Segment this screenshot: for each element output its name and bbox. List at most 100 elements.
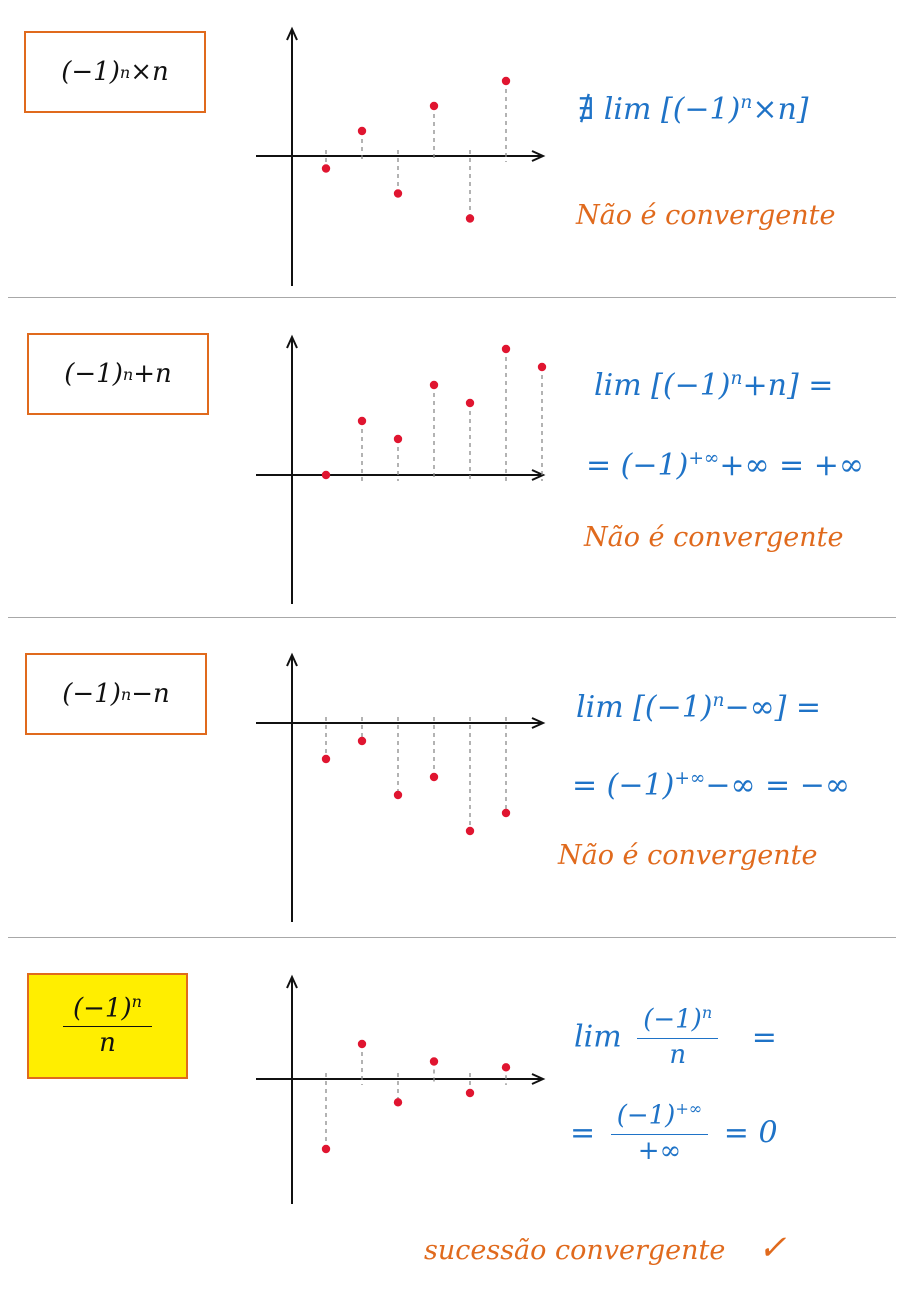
limit-1-exponent: n — [740, 92, 753, 113]
limit-3-line-2-b: −∞ = −∞ — [705, 768, 850, 803]
limit-expression-3-line-2: = (−1)+∞−∞ = −∞ — [572, 768, 850, 803]
graph-4 — [256, 974, 546, 1204]
limit-4-line-2-result: = 0 — [723, 1115, 778, 1151]
sequence-point — [357, 736, 367, 746]
limit-4-word: lim — [574, 1019, 622, 1055]
sequence-point — [465, 398, 475, 408]
sequence-box-1: (−1)n×n — [24, 31, 206, 113]
divider-1 — [8, 297, 896, 298]
sequence-point — [321, 164, 331, 173]
limit-4-denominator: n — [669, 1039, 687, 1070]
verdict-2: Não é convergente — [584, 522, 844, 553]
sequence-2-rest: +n — [133, 359, 172, 389]
sequence-point — [501, 808, 511, 818]
sequence-box-4: (−1)n n — [27, 973, 188, 1079]
limit-4-line-2-denominator: +∞ — [637, 1135, 682, 1166]
sequence-point — [429, 101, 439, 111]
limit-3-line-1-a: lim [(−1) — [576, 690, 713, 725]
sequence-2-base: (−1) — [64, 359, 123, 389]
sequence-point — [501, 1063, 511, 1072]
limit-4-num-base: (−1) — [643, 1004, 702, 1035]
limit-4-line-2-num-base: (−1) — [616, 1100, 676, 1131]
sequence-point — [429, 380, 439, 390]
sequence-4-fraction: (−1)n n — [62, 991, 152, 1059]
sequence-point — [501, 344, 511, 354]
sequence-box-3: (−1)n−n — [25, 653, 207, 735]
panel-3: (−1)n−n lim [(−1)n−∞] = = (−1)+∞−∞ = −∞ … — [0, 618, 900, 936]
divider-2 — [8, 617, 896, 618]
sequence-point — [321, 470, 331, 480]
graph-2 — [256, 334, 547, 604]
verdict-1: Não é convergente — [576, 200, 836, 231]
sequence-3-base: (−1) — [62, 679, 121, 709]
sequence-point — [393, 189, 403, 198]
sequence-point — [393, 790, 403, 800]
sequence-point — [429, 1057, 439, 1066]
sequence-point — [321, 1144, 331, 1154]
limit-2-line-2-b: +∞ = +∞ — [719, 448, 864, 483]
sequence-1-base: (−1) — [61, 57, 120, 87]
verdict-4: sucessão convergente ✓ — [424, 1228, 786, 1268]
x-axis-arrow-icon — [531, 469, 546, 481]
limit-2-line-1-exponent: n — [730, 368, 743, 389]
y-axis-arrow-icon — [286, 974, 298, 989]
sequence-4-num-exponent: n — [131, 991, 142, 1011]
limit-4-num-exponent: n — [701, 1003, 713, 1022]
sequence-point — [393, 1098, 403, 1107]
x-axis-arrow-icon — [531, 717, 546, 729]
divider-3 — [8, 937, 896, 938]
limit-3-line-1-b: −∞] = — [724, 690, 822, 725]
limit-4-numerator: (−1)n — [637, 1003, 719, 1039]
sequence-point — [357, 416, 367, 426]
limit-4-line-2-equals: = — [570, 1115, 596, 1151]
checkmark-icon: ✓ — [757, 1228, 787, 1268]
graph-1 — [256, 26, 546, 286]
sequence-point — [465, 214, 475, 223]
limit-3-line-1-exponent: n — [712, 690, 725, 711]
limit-expression-4-line-2: = (−1)+∞ +∞ = 0 — [570, 1099, 778, 1166]
limit-4-line-2-num-exponent: +∞ — [675, 1099, 703, 1118]
limit-3-line-2-exponent: +∞ — [674, 768, 706, 789]
sequence-point — [429, 772, 439, 782]
limit-2-line-1-b: +n] = — [742, 368, 834, 403]
limit-2-line-2-exponent: +∞ — [688, 448, 720, 469]
limit-1-rest: ×n] — [752, 92, 809, 127]
sequence-point — [465, 1088, 475, 1098]
sequence-box-2: (−1)n+n — [27, 333, 209, 415]
y-axis-arrow-icon — [286, 26, 298, 41]
limit-expression-1: ∄ lim [(−1)n×n] — [578, 92, 809, 127]
limit-expression-2-line-2: = (−1)+∞+∞ = +∞ — [586, 448, 864, 483]
sequence-4-num-base: (−1) — [72, 993, 132, 1024]
sequence-1-rest: ×n — [130, 57, 169, 87]
y-axis-arrow-icon — [286, 652, 298, 667]
limit-expression-3-line-1: lim [(−1)n−∞] = — [576, 690, 821, 725]
verdict-4-text: sucessão convergente — [424, 1235, 726, 1266]
limit-2-line-2-a: = (−1) — [586, 448, 689, 483]
limit-1-expr: [(−1) — [661, 92, 741, 127]
limit-expression-2-line-1: lim [(−1)n+n] = — [594, 368, 833, 403]
panel-1: (−1)n×n ∄ lim [(−1)n×n] Não é convergent… — [0, 0, 900, 297]
limit-4-line-2-fraction: (−1)+∞ +∞ — [610, 1099, 709, 1166]
sequence-2-exponent: n — [122, 364, 134, 384]
sequence-point — [357, 126, 367, 136]
sequence-3-rest: −n — [131, 679, 170, 709]
sequence-4-denominator: n — [99, 1028, 116, 1059]
sequence-point — [321, 754, 331, 764]
x-axis-arrow-icon — [531, 150, 546, 162]
sequence-point — [537, 362, 547, 372]
limit-1-symbol: ∄ lim — [578, 92, 652, 127]
panel-4: (−1)n n lim (−1)n n = = (−1)+∞ +∞ = 0 su… — [0, 938, 900, 1306]
limit-2-line-1-a: lim [(−1) — [594, 368, 731, 403]
limit-expression-4-line-1: lim (−1)n n = — [574, 1003, 777, 1070]
sequence-point — [393, 434, 403, 444]
sequence-point — [501, 76, 511, 86]
verdict-3: Não é convergente — [558, 840, 818, 871]
graph-3 — [256, 652, 546, 922]
sequence-3-exponent: n — [120, 684, 132, 704]
panel-2: (−1)n+n lim [(−1)n+n] = = (−1)+∞+∞ = +∞ … — [0, 298, 900, 616]
y-axis-arrow-icon — [286, 334, 298, 349]
limit-4-fraction: (−1)n n — [637, 1003, 719, 1070]
limit-3-line-2-a: = (−1) — [572, 768, 675, 803]
x-axis-arrow-icon — [531, 1073, 546, 1085]
sequence-4-numerator: (−1)n — [62, 991, 152, 1028]
